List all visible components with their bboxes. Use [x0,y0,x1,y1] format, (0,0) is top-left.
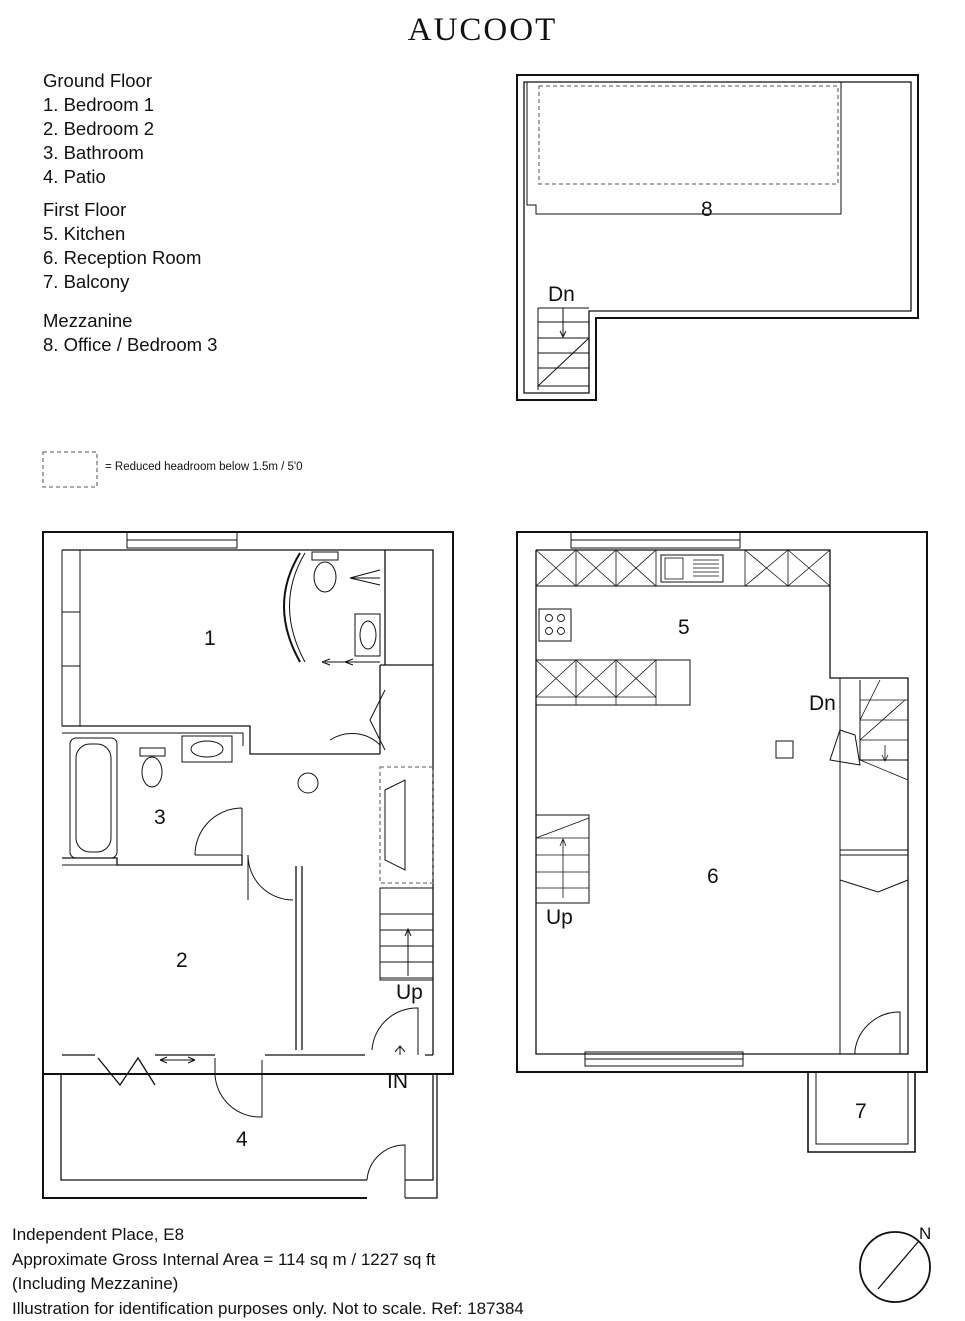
room-number-8: 8 [701,198,713,221]
room-number-7: 7 [855,1100,867,1123]
reduced-headroom-area [539,86,838,184]
mezzanine-plan: 8 Dn [517,75,918,400]
reduced-headroom-area [380,767,433,883]
room-number-6: 6 [707,865,719,888]
area-note: (Including Mezzanine) [12,1272,524,1297]
room-number-2: 2 [176,949,188,972]
stair-label-up: Up [546,906,573,929]
property-address: Independent Place, E8 [12,1223,524,1248]
stair-label-up: Up [396,981,423,1004]
column [776,741,793,758]
kitchen-sink [661,555,723,582]
basin [182,736,232,762]
first-floor-plan: 5 6 7 Dn Up [517,532,927,1152]
staircase [380,888,433,980]
stair-label-dn: Dn [548,283,575,306]
room-number-3: 3 [154,806,166,829]
stair-label-dn: Dn [809,692,836,715]
compass-north-label: N [919,1224,931,1243]
headroom-key-swatch [43,452,97,487]
toilet [312,552,338,560]
room-number-4: 4 [236,1128,248,1151]
footer-info: Independent Place, E8 Approximate Gross … [12,1223,524,1321]
toilet [140,748,165,756]
gross-area: Approximate Gross Internal Area = 114 sq… [12,1248,524,1273]
disclaimer: Illustration for identification purposes… [12,1297,524,1321]
entrance-label: IN [387,1070,408,1093]
bathtub [70,738,117,858]
hob [539,609,571,641]
column [298,773,318,793]
ground-floor-plan: 1 3 2 4 Up IN [43,532,453,1198]
compass-icon: N [860,1224,931,1302]
room-number-1: 1 [204,627,216,650]
room-number-5: 5 [678,616,690,639]
